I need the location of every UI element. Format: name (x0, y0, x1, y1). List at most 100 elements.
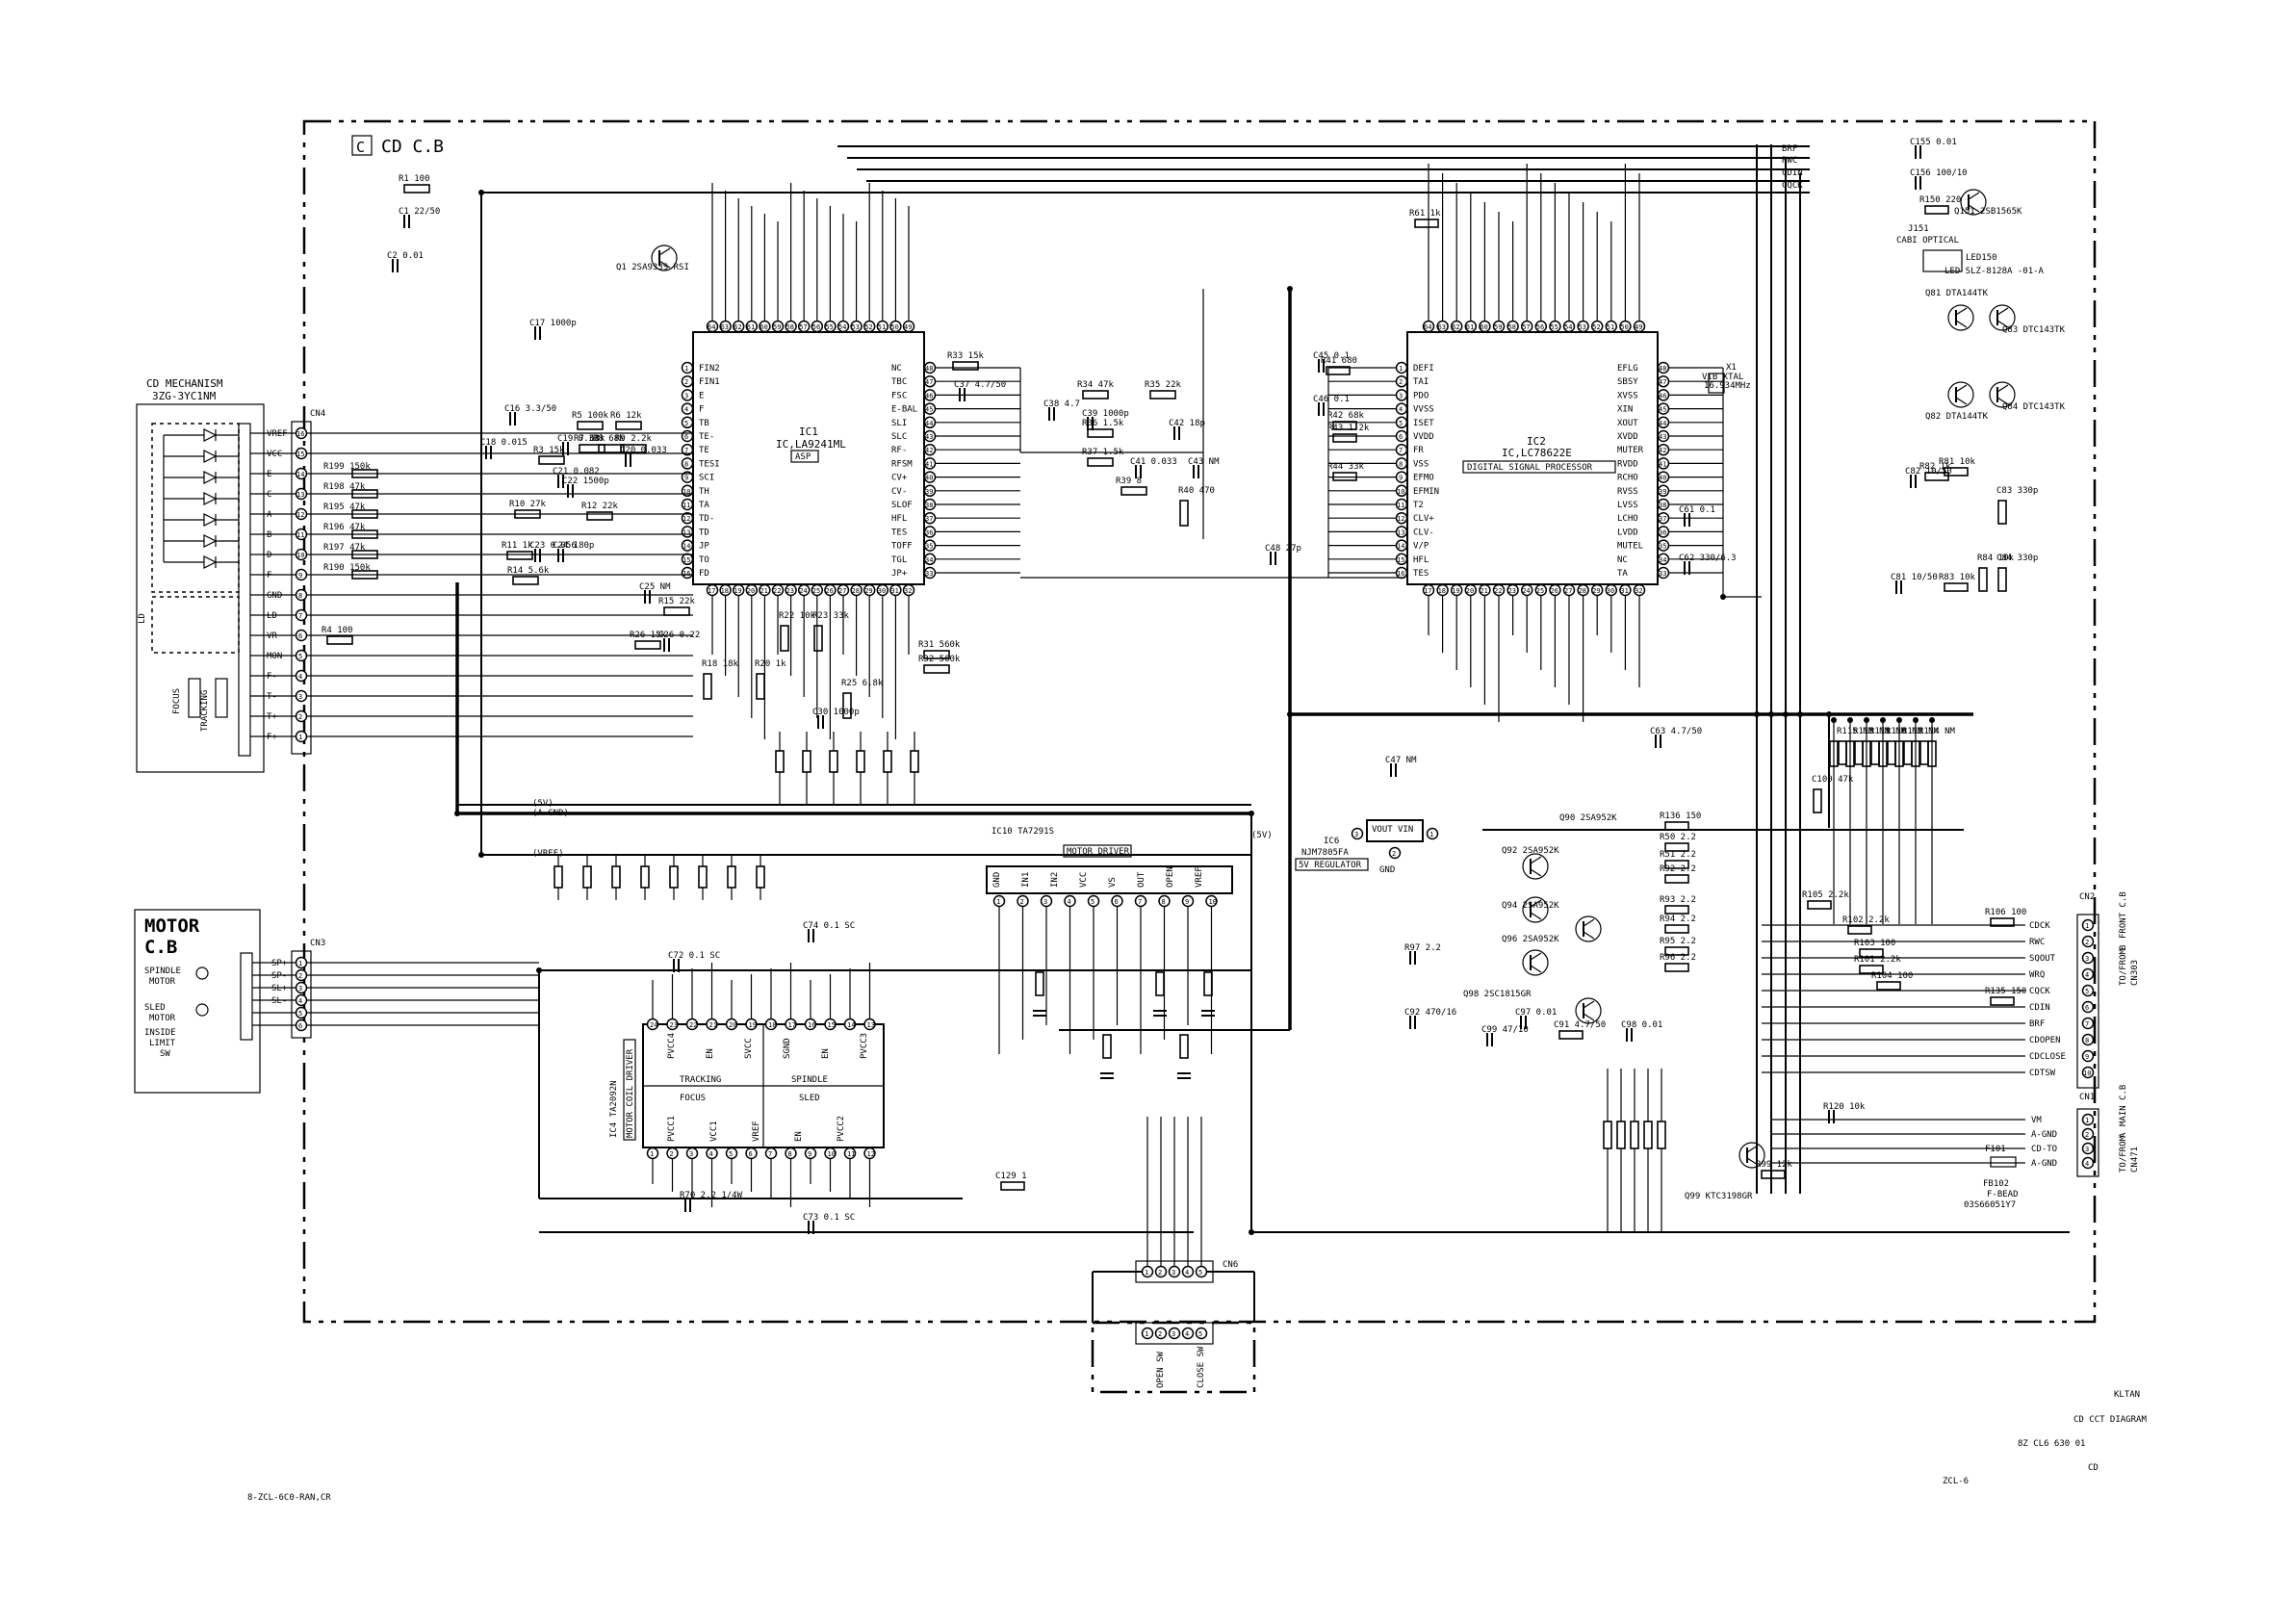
pin-number: 5 (1198, 1269, 1202, 1276)
part-label: C24 180p (553, 541, 594, 551)
pin-circle (923, 511, 937, 525)
pin-circle (1395, 443, 1408, 456)
pin-number: 63 (1438, 323, 1446, 331)
cn4-signal-label: GND (267, 591, 282, 601)
pin-circle (850, 320, 863, 333)
cn4-signal-label: C (267, 490, 271, 500)
part-label: R105 2.2k (1802, 890, 1849, 900)
pin-circle (681, 553, 694, 566)
pin-number: 4 (684, 406, 688, 414)
resistor (1035, 971, 1044, 996)
pin-circle (745, 583, 759, 597)
transistor-label: Q90 2SA952K (1559, 813, 1617, 823)
pin-circle (1657, 484, 1670, 498)
pin-number: 34 (925, 556, 933, 564)
ic1-tag: ASP (795, 452, 811, 462)
pin-circle (876, 583, 889, 597)
resistor (577, 421, 604, 430)
pin-number: 56 (812, 323, 820, 331)
pin-circle (1395, 429, 1408, 443)
pin-number: 46 (925, 392, 933, 400)
pin-circle (1464, 583, 1478, 597)
pin-circle (1507, 320, 1519, 333)
pin-circle (1395, 484, 1408, 498)
cn1-body (2076, 1108, 2099, 1177)
transistor-emitter (1583, 1013, 1595, 1021)
pin-circle (1395, 553, 1408, 566)
ic1-part: IC,LA9241ML (776, 438, 846, 451)
pin-circle (2081, 967, 2095, 981)
pin-number: 44 (925, 420, 933, 427)
part-label: R33 15k (947, 351, 985, 361)
ic4-inner-label: EN (706, 1048, 715, 1059)
pin-number: 4 (1399, 406, 1403, 414)
part-label: R83 10k (1939, 573, 1976, 582)
pin-circle (824, 583, 837, 597)
pin-number: 36 (1659, 528, 1666, 536)
resistor (1761, 1170, 1786, 1179)
part-label: C72 0.1 SC (668, 951, 720, 961)
pin-circle (804, 1147, 817, 1160)
transistor-collector (1955, 384, 1968, 393)
pin-number: 18 (768, 1021, 776, 1029)
part-label: C30 1000p (812, 708, 860, 717)
pin-number: 39 (925, 488, 933, 496)
pin-number: 49 (1635, 323, 1642, 331)
part-label: R94 2.2 (1660, 915, 1696, 924)
pin-circle (681, 539, 694, 552)
part-label: C129 1 (995, 1172, 1027, 1181)
resistor (403, 184, 430, 193)
pin-number: 2 (1020, 898, 1024, 906)
pin-number: 38 (1659, 502, 1666, 509)
resistor (1664, 842, 1689, 852)
pin-circle (685, 1018, 699, 1031)
pin-number: 48 (925, 365, 933, 373)
ic4-inner-label: PVCC2 (837, 1116, 846, 1142)
resistor-label: R195 47k (323, 503, 366, 512)
pin-number: 5 (684, 420, 688, 427)
pin-number: 44 (1659, 420, 1666, 427)
footer-model: ZCL-6 (1943, 1477, 1969, 1486)
pin-number: 10 (1397, 488, 1404, 496)
pin-number: 10 (296, 552, 304, 559)
transistor-emitter (1955, 397, 1968, 405)
pin-circle (923, 471, 937, 483)
part-label: R95 2.2 (1660, 937, 1696, 946)
cn4-signal-label: VR (267, 632, 277, 641)
footer-sub: CD (2088, 1463, 2099, 1473)
pin-circle (1388, 846, 1402, 860)
pin-number: 8 (1399, 460, 1403, 468)
part-label: C43 NM (1188, 457, 1220, 467)
ic1-left-pin-label: TD (699, 528, 709, 537)
pin-circle (1395, 402, 1408, 415)
junction-dot (1880, 717, 1886, 723)
rail-agnd-label: (A-GND) (532, 809, 569, 818)
part-label: R10 27k (509, 500, 547, 509)
resistor (1854, 740, 1864, 765)
pin-number: 43 (925, 433, 933, 441)
cn2-signal-label: CDCK (2029, 921, 2050, 931)
pin-circle (923, 402, 937, 415)
pin-number: 14 (296, 471, 304, 478)
pin-number: 24 (650, 1021, 657, 1029)
part-label: R101 2.2k (1854, 955, 1901, 965)
cn2-side-text: TO/FROM (2119, 948, 2128, 986)
pin-circle (1168, 1327, 1181, 1340)
cn4-signal-label: B (267, 530, 271, 540)
resistor (640, 865, 650, 889)
pin-circle (1657, 526, 1670, 538)
pin-number: 24 (799, 587, 807, 595)
photodiode-array (163, 428, 239, 569)
resistor (351, 489, 378, 499)
pin-number: 8 (298, 592, 302, 600)
resistor (1838, 740, 1847, 765)
cn6-ref: CN6 (1223, 1260, 1238, 1270)
pin-circle (1395, 511, 1408, 525)
part-label: R150 220 (1919, 195, 1961, 205)
ic2-tag: DIGITAL SIGNAL PROCESSOR (1467, 463, 1593, 473)
ic2-left-pin-label: FR (1413, 446, 1424, 455)
pin-number: 20 (729, 1021, 736, 1029)
pin-circle (295, 487, 308, 501)
transistor-symbol (1522, 853, 1549, 880)
